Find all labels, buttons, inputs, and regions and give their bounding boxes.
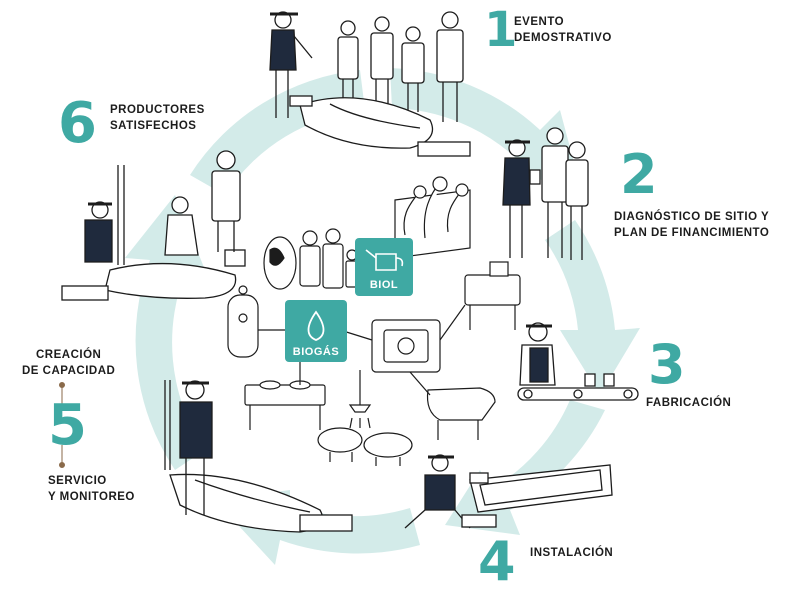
step-4-number: 4 (478, 530, 516, 593)
illustration-productores-satisfechos (61, 150, 246, 301)
pigs-icon (317, 427, 413, 466)
stove-icon (244, 380, 326, 430)
illustration-diagnostico (502, 127, 589, 260)
step-4-label: INSTALACIÓN (530, 547, 614, 559)
step-3-label: FABRICACIÓN (646, 397, 732, 409)
illustration-fabricacion (517, 322, 639, 401)
step-5-label-top: CREACIÓN DE CAPACIDAD (22, 349, 116, 377)
step-5-number: 5 (48, 393, 87, 458)
family-with-cow-icon (263, 228, 359, 290)
step-5-label-bottom: SERVICIO Y MONITOREO (48, 475, 135, 503)
step5-connector (59, 382, 65, 468)
flame-drop-icon (307, 310, 325, 341)
plants-icon (403, 176, 469, 239)
step-1-number: 1 (484, 2, 518, 58)
mill-machine-icon (464, 261, 521, 330)
biogas-label: BIOGÁS (293, 345, 339, 358)
step-2-number: 2 (620, 143, 658, 206)
illustration-servicio-monitoreo (164, 380, 353, 533)
generator-icon (371, 319, 441, 373)
illustration-instalacion (404, 454, 613, 529)
step-6-label: PRODUCTORES SATISFECHOS (110, 104, 205, 132)
step-2-label: DIAGNÓSTICO DE SITIO Y PLAN DE FINANCIMI… (614, 211, 770, 239)
biol-badge: BIOL (355, 238, 413, 296)
biol-label: BIOL (370, 279, 398, 291)
step-1-label: EVENTO DEMOSTRATIVO (514, 16, 612, 44)
illustration-evento-demostrativo (269, 11, 471, 157)
watering-can-icon (365, 249, 404, 271)
center-scene (227, 176, 521, 466)
biogas-badge: BIOGÁS (285, 300, 347, 362)
shower-icon (348, 370, 372, 429)
cow-icon (426, 387, 496, 440)
step-6-number: 6 (58, 91, 97, 156)
step-3-number: 3 (648, 333, 686, 396)
biogas-tank-icon (227, 285, 259, 358)
